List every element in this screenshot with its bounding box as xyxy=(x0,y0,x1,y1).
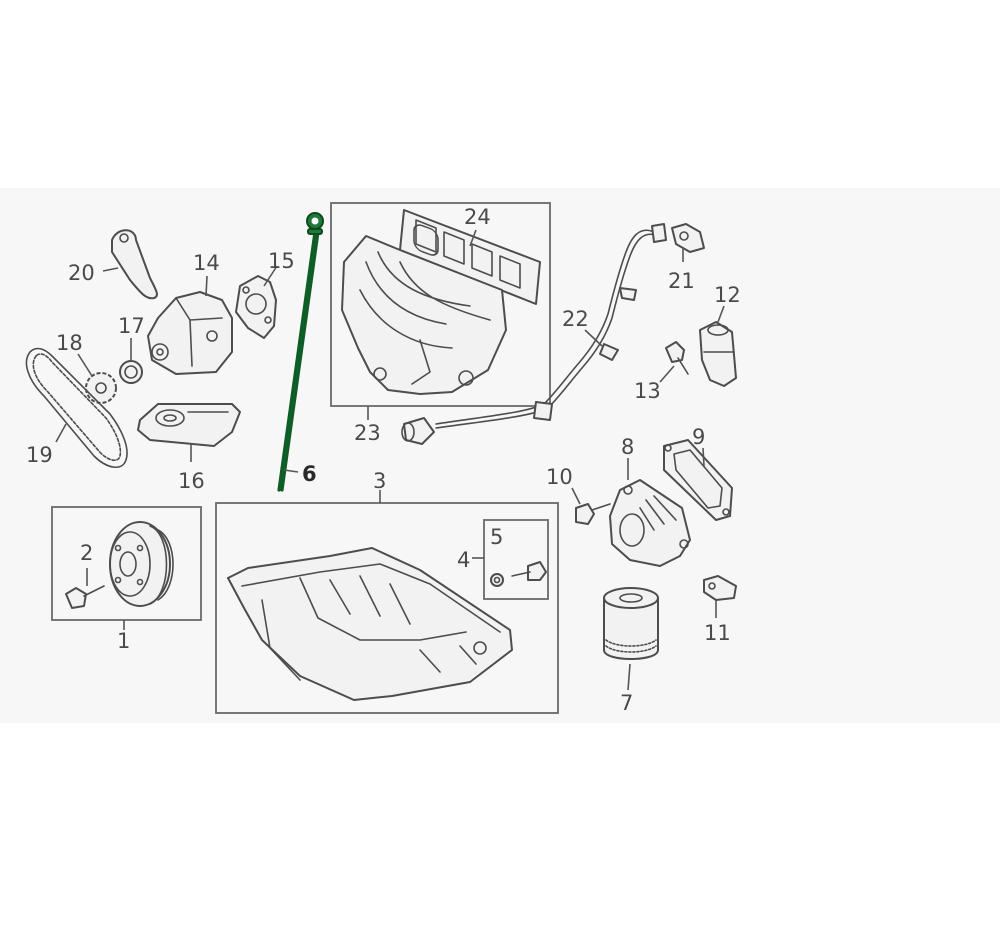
callout-5[interactable]: 5 xyxy=(490,525,503,549)
callout-7[interactable]: 7 xyxy=(620,691,633,715)
callout-8[interactable]: 8 xyxy=(621,435,634,459)
callout-1[interactable]: 1 xyxy=(117,629,130,653)
callout-13[interactable]: 13 xyxy=(634,379,661,403)
sprocket-part[interactable] xyxy=(85,372,117,404)
callout-16[interactable]: 16 xyxy=(178,469,205,493)
filter-housing-part[interactable] xyxy=(609,479,691,567)
pulley-box xyxy=(51,506,202,621)
timing-chain-part[interactable] xyxy=(25,347,128,468)
solenoid-part[interactable] xyxy=(699,321,737,387)
oil-pan-box xyxy=(215,502,559,714)
callout-6[interactable]: 6 xyxy=(302,462,317,486)
callout-14[interactable]: 14 xyxy=(193,251,220,275)
chain-guide-part[interactable] xyxy=(111,229,158,300)
oil-filter-part[interactable] xyxy=(603,587,659,660)
intake-manifold-box xyxy=(330,202,551,407)
crank-pulley-part[interactable] xyxy=(109,521,174,607)
callout-23[interactable]: 23 xyxy=(354,421,381,445)
solenoid-bolt-part[interactable] xyxy=(665,341,689,375)
callout-10[interactable]: 10 xyxy=(546,465,573,489)
callout-18[interactable]: 18 xyxy=(56,331,83,355)
pulley-bolt-part[interactable] xyxy=(65,585,105,609)
sensor-plug-part[interactable] xyxy=(401,417,435,445)
callout-11[interactable]: 11 xyxy=(704,621,731,645)
callout-22[interactable]: 22 xyxy=(562,307,589,331)
cover-gasket-part[interactable] xyxy=(663,439,733,521)
callout-19[interactable]: 19 xyxy=(26,443,53,467)
drain-plug-part[interactable] xyxy=(490,561,547,587)
callout-labels: 20 14 15 17 18 19 16 6 24 23 22 21 12 13… xyxy=(26,205,741,715)
intake-gasket-part[interactable] xyxy=(399,209,541,305)
callout-17[interactable]: 17 xyxy=(118,314,145,338)
intake-manifold-part[interactable] xyxy=(341,235,507,395)
callout-4[interactable]: 4 xyxy=(457,548,470,572)
callout-2[interactable]: 2 xyxy=(80,541,93,565)
pressure-switch-part[interactable] xyxy=(703,575,737,601)
callout-9[interactable]: 9 xyxy=(692,425,705,449)
housing-bolt-part[interactable] xyxy=(575,503,611,525)
oil-pump-part[interactable] xyxy=(147,291,233,375)
oil-housing-part[interactable] xyxy=(137,403,241,447)
callout-15[interactable]: 15 xyxy=(268,249,295,273)
sensor-harness-part[interactable] xyxy=(435,223,667,429)
cam-sensor-part[interactable] xyxy=(671,223,705,253)
dipstick-part[interactable] xyxy=(277,212,324,492)
callout-24[interactable]: 24 xyxy=(464,205,491,229)
callout-12[interactable]: 12 xyxy=(714,283,741,307)
pump-gasket-part[interactable] xyxy=(235,275,277,339)
callout-3[interactable]: 3 xyxy=(373,469,386,493)
seal-ring-part[interactable] xyxy=(119,360,143,384)
drain-plug-box xyxy=(483,519,549,600)
callout-20[interactable]: 20 xyxy=(68,261,95,285)
leader-lines xyxy=(55,229,725,691)
callout-21[interactable]: 21 xyxy=(668,269,695,293)
oil-pan-part[interactable] xyxy=(227,547,513,701)
